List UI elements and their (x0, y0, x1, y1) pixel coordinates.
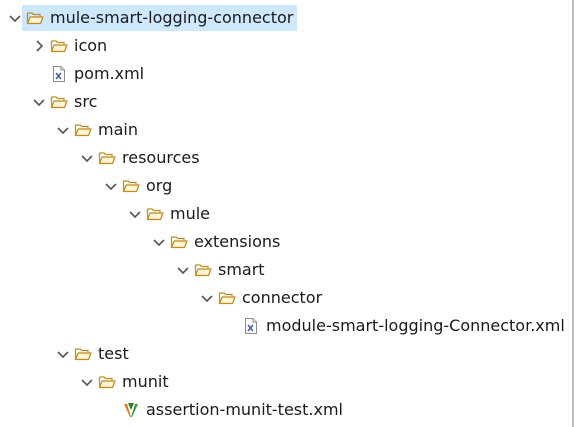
tree-item[interactable]: munit (0, 368, 572, 396)
xml-file-icon (50, 65, 68, 83)
chevron-down-icon[interactable] (78, 372, 96, 392)
folder-icon (170, 233, 188, 251)
folder-icon (146, 205, 164, 223)
folder-icon (122, 177, 140, 195)
tree-item-label: munit (122, 372, 169, 391)
xml-file-icon (242, 317, 260, 335)
tree-item-label: extensions (194, 232, 281, 251)
tree-item-label: test (98, 344, 129, 363)
tree-item[interactable]: connector (0, 284, 572, 312)
tree-item[interactable]: smart (0, 256, 572, 284)
tree-item[interactable]: mule-smart-logging-connector (0, 4, 572, 32)
folder-icon (50, 93, 68, 111)
chevron-down-icon[interactable] (174, 260, 192, 280)
folder-icon (194, 261, 212, 279)
folder-icon (74, 121, 92, 139)
tree-item-label: pom.xml (74, 64, 145, 83)
chevron-right-icon[interactable] (30, 36, 48, 56)
tree-item-label: src (74, 92, 98, 111)
tree-item-label: org (146, 176, 173, 195)
project-explorer-tree: mule-smart-logging-connector icon pom.xm… (0, 4, 572, 424)
folder-icon (98, 149, 116, 167)
folder-icon (50, 37, 68, 55)
tree-item[interactable]: mule (0, 200, 572, 228)
tree-item[interactable]: extensions (0, 228, 572, 256)
chevron-down-icon[interactable] (102, 176, 120, 196)
chevron-down-icon[interactable] (54, 344, 72, 364)
tree-item[interactable]: icon (0, 32, 572, 60)
tree-item[interactable]: resources (0, 144, 572, 172)
munit-file-icon (122, 401, 140, 419)
folder-icon (74, 345, 92, 363)
tree-item[interactable]: org (0, 172, 572, 200)
tree-item[interactable]: main (0, 116, 572, 144)
tree-item-label: mule (170, 204, 211, 223)
panel-right-border (572, 0, 574, 427)
tree-item-label: smart (218, 260, 265, 279)
chevron-down-icon[interactable] (78, 148, 96, 168)
tree-item-label: main (98, 120, 138, 139)
tree-item[interactable]: test (0, 340, 572, 368)
tree-item-label: mule-smart-logging-connector (50, 8, 294, 27)
tree-item-label: resources (122, 148, 200, 167)
tree-item-label: module-smart-logging-Connector.xml (266, 316, 565, 335)
tree-item-label: icon (74, 36, 108, 55)
chevron-down-icon[interactable] (150, 232, 168, 252)
tree-item-label: assertion-munit-test.xml (146, 400, 343, 419)
tree-item[interactable]: pom.xml (0, 60, 572, 88)
project-folder-icon (26, 9, 44, 27)
selection-highlight (22, 5, 297, 31)
tree-item[interactable]: assertion-munit-test.xml (0, 396, 572, 424)
chevron-down-icon[interactable] (198, 288, 216, 308)
chevron-down-icon[interactable] (30, 92, 48, 112)
tree-item-label: connector (242, 288, 323, 307)
chevron-down-icon[interactable] (6, 8, 24, 28)
folder-icon (98, 373, 116, 391)
chevron-down-icon[interactable] (54, 120, 72, 140)
tree-item[interactable]: module-smart-logging-Connector.xml (0, 312, 572, 340)
tree-item[interactable]: src (0, 88, 572, 116)
folder-icon (218, 289, 236, 307)
chevron-down-icon[interactable] (126, 204, 144, 224)
